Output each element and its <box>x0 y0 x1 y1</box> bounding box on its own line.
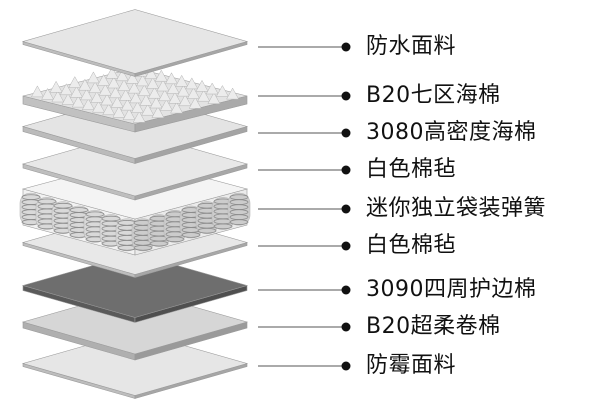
layer-pocket-springs <box>19 158 251 256</box>
spring-coil <box>227 192 251 226</box>
bullet-white-felt-bottom <box>341 241 351 251</box>
label-white-felt-bottom: 白色棉毡 <box>366 233 457 258</box>
leader-lines <box>258 42 351 371</box>
bullet-b20-seven-zone-foam <box>341 91 351 101</box>
layer-b20-seven-zone-foam <box>22 62 248 133</box>
bullet-white-felt-top <box>341 165 351 175</box>
label-b20-soft-roll-foam: B20超柔卷棉 <box>366 314 501 339</box>
layer-waterproof-fabric <box>21 9 249 77</box>
bullet-pocket-springs <box>341 204 351 214</box>
label-pocket-springs: 迷你独立袋装弹簧 <box>366 196 547 221</box>
label-white-felt-top: 白色棉毡 <box>366 157 457 182</box>
bullet-b20-soft-roll-foam <box>341 322 351 332</box>
label-waterproof-fabric: 防水面料 <box>366 34 457 59</box>
label-b20-seven-zone-foam: B20七区海棉 <box>366 83 501 108</box>
layer-white-felt-top <box>21 131 249 201</box>
layer-illustrations <box>19 9 251 399</box>
bullet-anti-mildew-fabric <box>341 361 351 371</box>
bullet-3080-hd-foam <box>341 128 351 138</box>
bullet-waterproof-fabric <box>341 42 351 52</box>
layer-3090-edge-foam <box>21 253 249 323</box>
label-3090-edge-foam: 3090四周护边棉 <box>366 277 537 302</box>
label-anti-mildew-fabric: 防霉面料 <box>366 353 457 378</box>
bullet-3090-edge-foam <box>341 285 351 295</box>
layer-anti-mildew-fabric <box>21 331 249 399</box>
label-3080-hd-foam: 3080高密度海棉 <box>366 120 537 145</box>
